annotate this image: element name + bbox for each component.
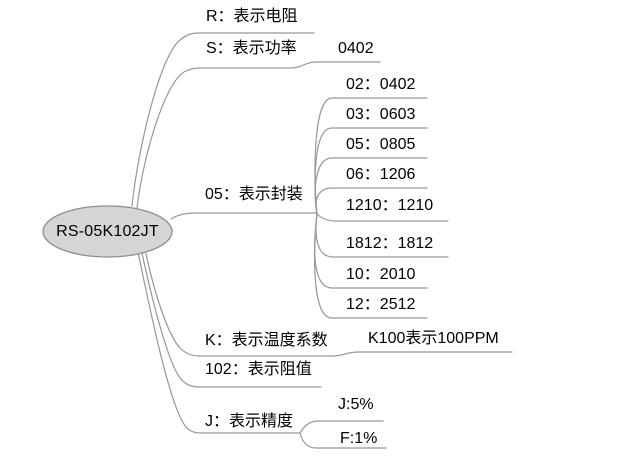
branch-precision-label[interactable]: J：表示精度 bbox=[205, 413, 294, 430]
connector-branch-r bbox=[131, 32, 315, 207]
connector-branch-k-and-child bbox=[145, 253, 513, 357]
branch-resistance-label[interactable]: 102：表示阻值 bbox=[205, 361, 312, 378]
connector-pkg-1210 bbox=[316, 213, 449, 222]
tempco-child-k100[interactable]: K100表示100PPM bbox=[368, 330, 499, 347]
connector-pkg-1206 bbox=[315, 187, 428, 215]
pkg-child-0402[interactable]: 02：0402 bbox=[346, 76, 416, 93]
connector-branch-package bbox=[170, 212, 318, 220]
connector-pkg-2512 bbox=[314, 213, 428, 319]
pkg-child-0805[interactable]: 05：0805 bbox=[346, 136, 416, 153]
branch-tempco-label[interactable]: K：表示温度系数 bbox=[205, 332, 328, 349]
root-ellipse bbox=[42, 205, 173, 258]
branch-resistor-label[interactable]: R：表示电阻 bbox=[206, 8, 298, 25]
pkg-child-1206[interactable]: 06：1206 bbox=[346, 166, 416, 183]
connector-branch-j bbox=[137, 251, 301, 434]
root-node[interactable]: RS-05K102JT bbox=[56, 222, 159, 240]
connector-branch-s-and-child bbox=[136, 61, 381, 209]
power-child-0402[interactable]: 0402 bbox=[338, 40, 374, 57]
connector-f-1pct bbox=[299, 432, 387, 449]
branch-package-label[interactable]: 05：表示封装 bbox=[205, 186, 303, 203]
branch-power-label[interactable]: S：表示功率 bbox=[206, 40, 297, 57]
pkg-child-0603[interactable]: 03：0603 bbox=[346, 106, 416, 123]
precision-child-f1[interactable]: F:1% bbox=[340, 430, 378, 447]
precision-child-j5[interactable]: J:5% bbox=[338, 396, 374, 413]
pkg-child-2010[interactable]: 10：2010 bbox=[346, 266, 416, 283]
pkg-child-2512[interactable]: 12：2512 bbox=[346, 296, 416, 313]
connector-branch-resistance bbox=[141, 252, 322, 388]
pkg-child-1812[interactable]: 1812：1812 bbox=[346, 235, 434, 252]
connector-j-5pct bbox=[299, 420, 384, 434]
pkg-child-1210[interactable]: 1210：1210 bbox=[346, 197, 434, 214]
